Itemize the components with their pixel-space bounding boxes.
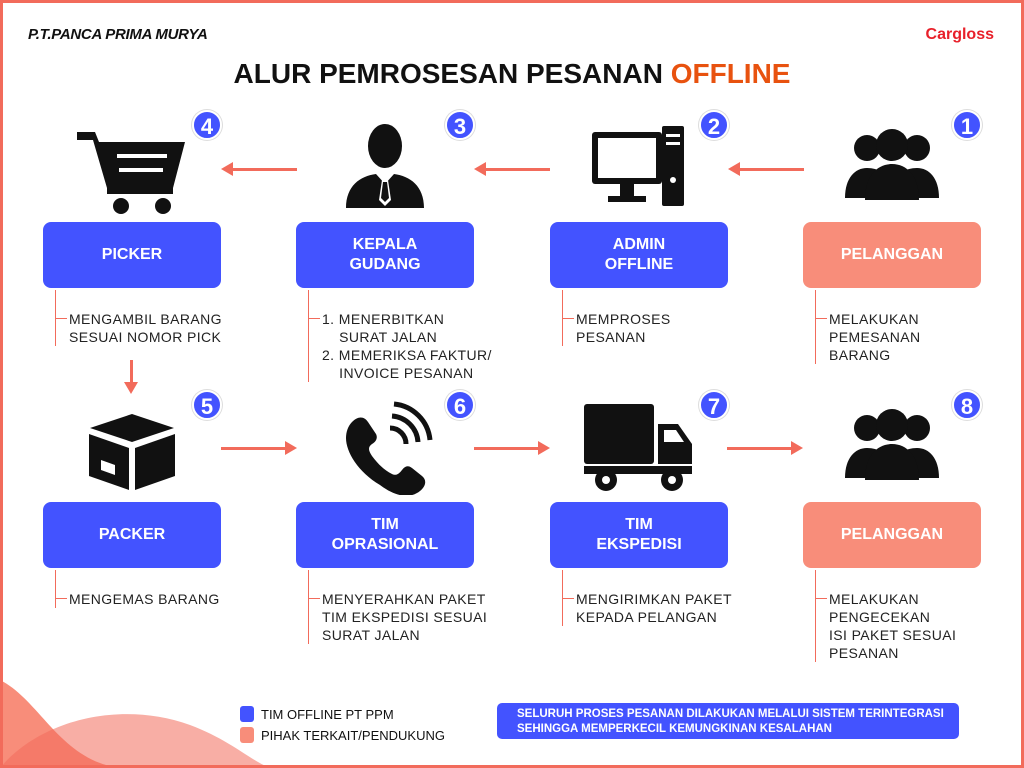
page-title: ALUR PEMROSESAN PESANAN OFFLINE	[0, 58, 1024, 90]
legend-swatch	[240, 727, 254, 743]
step-number-badge: 6	[445, 390, 475, 420]
legend-item-internal: TIM OFFLINE PT PPM	[240, 704, 445, 724]
legend-swatch	[240, 706, 254, 722]
manager-icon	[346, 124, 424, 208]
box-icon	[89, 414, 175, 490]
arrow-left	[474, 162, 550, 176]
step-label: TIM EKSPEDISI	[550, 502, 728, 568]
step-number-badge: 8	[952, 390, 982, 420]
brand-logo: Cargloss	[925, 26, 994, 43]
step-number-badge: 3	[445, 110, 475, 140]
step-description: MENYERAHKAN PAKET TIM EKSPEDISI SESUAI S…	[308, 570, 487, 644]
computer-icon	[592, 126, 684, 206]
step-number-badge: 1	[952, 110, 982, 140]
step-description: MEMPROSES PESANAN	[562, 290, 671, 346]
step-description: MELAKUKAN PENGECEKAN ISI PAKET SESUAI PE…	[815, 570, 956, 662]
people-icon	[845, 129, 939, 200]
arrow-right	[474, 441, 550, 455]
step-label: PELANGGAN	[803, 502, 981, 568]
step-label: PACKER	[43, 502, 221, 568]
step-label: TIM OPRASIONAL	[296, 502, 474, 568]
cart-icon	[77, 132, 185, 214]
step-number-badge: 2	[699, 110, 729, 140]
legend-label: PIHAK TERKAIT/PENDUKUNG	[261, 727, 445, 743]
arrow-right	[221, 441, 297, 455]
legend-label: TIM OFFLINE PT PPM	[261, 706, 394, 722]
step-label: PICKER	[43, 222, 221, 288]
title-highlight: OFFLINE	[670, 58, 791, 89]
step-label: ADMIN OFFLINE	[550, 222, 728, 288]
phone-icon	[346, 401, 433, 495]
step-description: 1. MENERBITKAN SURAT JALAN 2. MEMERIKSA …	[308, 290, 492, 382]
step-label: KEPALA GUDANG	[296, 222, 474, 288]
arrow-left	[221, 162, 297, 176]
decorative-wave	[0, 680, 270, 768]
truck-icon	[584, 404, 692, 491]
people-icon	[845, 409, 939, 480]
arrow-down	[124, 360, 138, 394]
arrow-right	[727, 441, 803, 455]
step-description: MENGEMAS BARANG	[55, 570, 220, 608]
step-label: PELANGGAN	[803, 222, 981, 288]
legend-item-external: PIHAK TERKAIT/PENDUKUNG	[240, 725, 445, 745]
legend: TIM OFFLINE PT PPM PIHAK TERKAIT/PENDUKU…	[240, 704, 445, 746]
step-number-badge: 7	[699, 390, 729, 420]
step-description: MENGIRIMKAN PAKET KEPADA PELANGAN	[562, 570, 732, 626]
company-name: P.T.PANCA PRIMA MURYA	[28, 26, 208, 43]
step-number-badge: 4	[192, 110, 222, 140]
info-note: SELURUH PROSES PESANAN DILAKUKAN MELALUI…	[497, 703, 959, 739]
step-description: MENGAMBIL BARANG SESUAI NOMOR PICK	[55, 290, 222, 346]
step-number-badge: 5	[192, 390, 222, 420]
step-description: MELAKUKAN PEMESANAN BARANG	[815, 290, 921, 364]
title-main: ALUR PEMROSESAN PESANAN	[233, 58, 671, 89]
arrow-left	[728, 162, 804, 176]
